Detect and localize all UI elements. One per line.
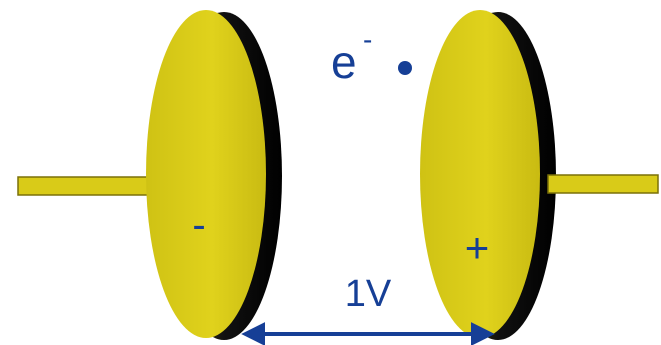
right-lead-wire [547, 174, 659, 194]
right-plate [420, 10, 556, 340]
right-plate-positive-sign: + [465, 224, 490, 271]
left-plate-negative-sign: - [192, 203, 205, 247]
left-plate [146, 10, 282, 340]
voltage-label: 1V [345, 273, 392, 315]
electron-charge-superscript: - [363, 24, 372, 55]
electron-symbol: e [331, 36, 357, 88]
electron-dot [398, 61, 412, 75]
